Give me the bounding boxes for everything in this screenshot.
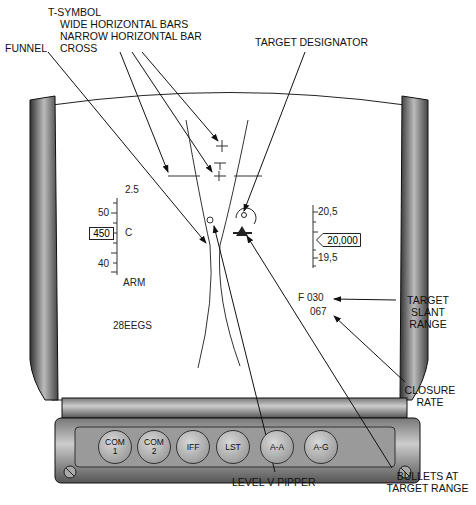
- panel-button: LST: [216, 430, 250, 464]
- callout-label: BULLETS AT TARGET RANGE: [380, 470, 475, 494]
- callout-label: 067: [310, 306, 350, 318]
- callout-label: WIDE HORIZONTAL BARS: [60, 18, 260, 30]
- readout-text: A-A: [265, 443, 289, 452]
- callout-label: 2.5: [125, 184, 155, 196]
- readout-text: A-G: [309, 443, 333, 452]
- panel-button: COM 1: [98, 430, 132, 464]
- readout-text: LST: [221, 443, 245, 452]
- readout-text: IFF: [181, 443, 205, 452]
- callout-label: C: [125, 227, 140, 239]
- callout-label: F 030: [298, 292, 338, 304]
- readout-box: 450: [89, 227, 114, 240]
- callout-label: 19,5: [318, 252, 358, 264]
- panel-button: A-G: [304, 430, 338, 464]
- readout-text: COM 2: [142, 438, 166, 456]
- readout-text: COM 1: [103, 438, 127, 456]
- callout-label: FUNNEL: [5, 42, 85, 54]
- callout-label: CROSS: [60, 42, 160, 54]
- readout-text: 20,000: [327, 235, 358, 246]
- callout-label: T-SYMBOL: [48, 6, 248, 18]
- callout-label: ARM: [123, 277, 153, 289]
- callout-label: TARGET SLANT RANGE: [398, 294, 458, 330]
- callout-label: 20,5: [318, 206, 358, 218]
- panel-button: COM 2: [137, 430, 171, 464]
- readout-text: 450: [93, 228, 110, 239]
- callout-label: 50: [98, 207, 118, 219]
- callout-label: NARROW HORIZONTAL BAR: [60, 30, 260, 42]
- callout-label: LEVEL V PIPPER: [232, 476, 342, 488]
- callout-label: TARGET DESIGNATOR: [255, 36, 415, 48]
- panel-button: IFF: [176, 430, 210, 464]
- callout-label: CLOSURE RATE: [400, 384, 460, 408]
- callout-label: 28EEGS: [113, 320, 173, 332]
- panel-button: A-A: [260, 430, 294, 464]
- readout-box: 20,000: [316, 233, 361, 247]
- callout-label: 40: [98, 258, 118, 270]
